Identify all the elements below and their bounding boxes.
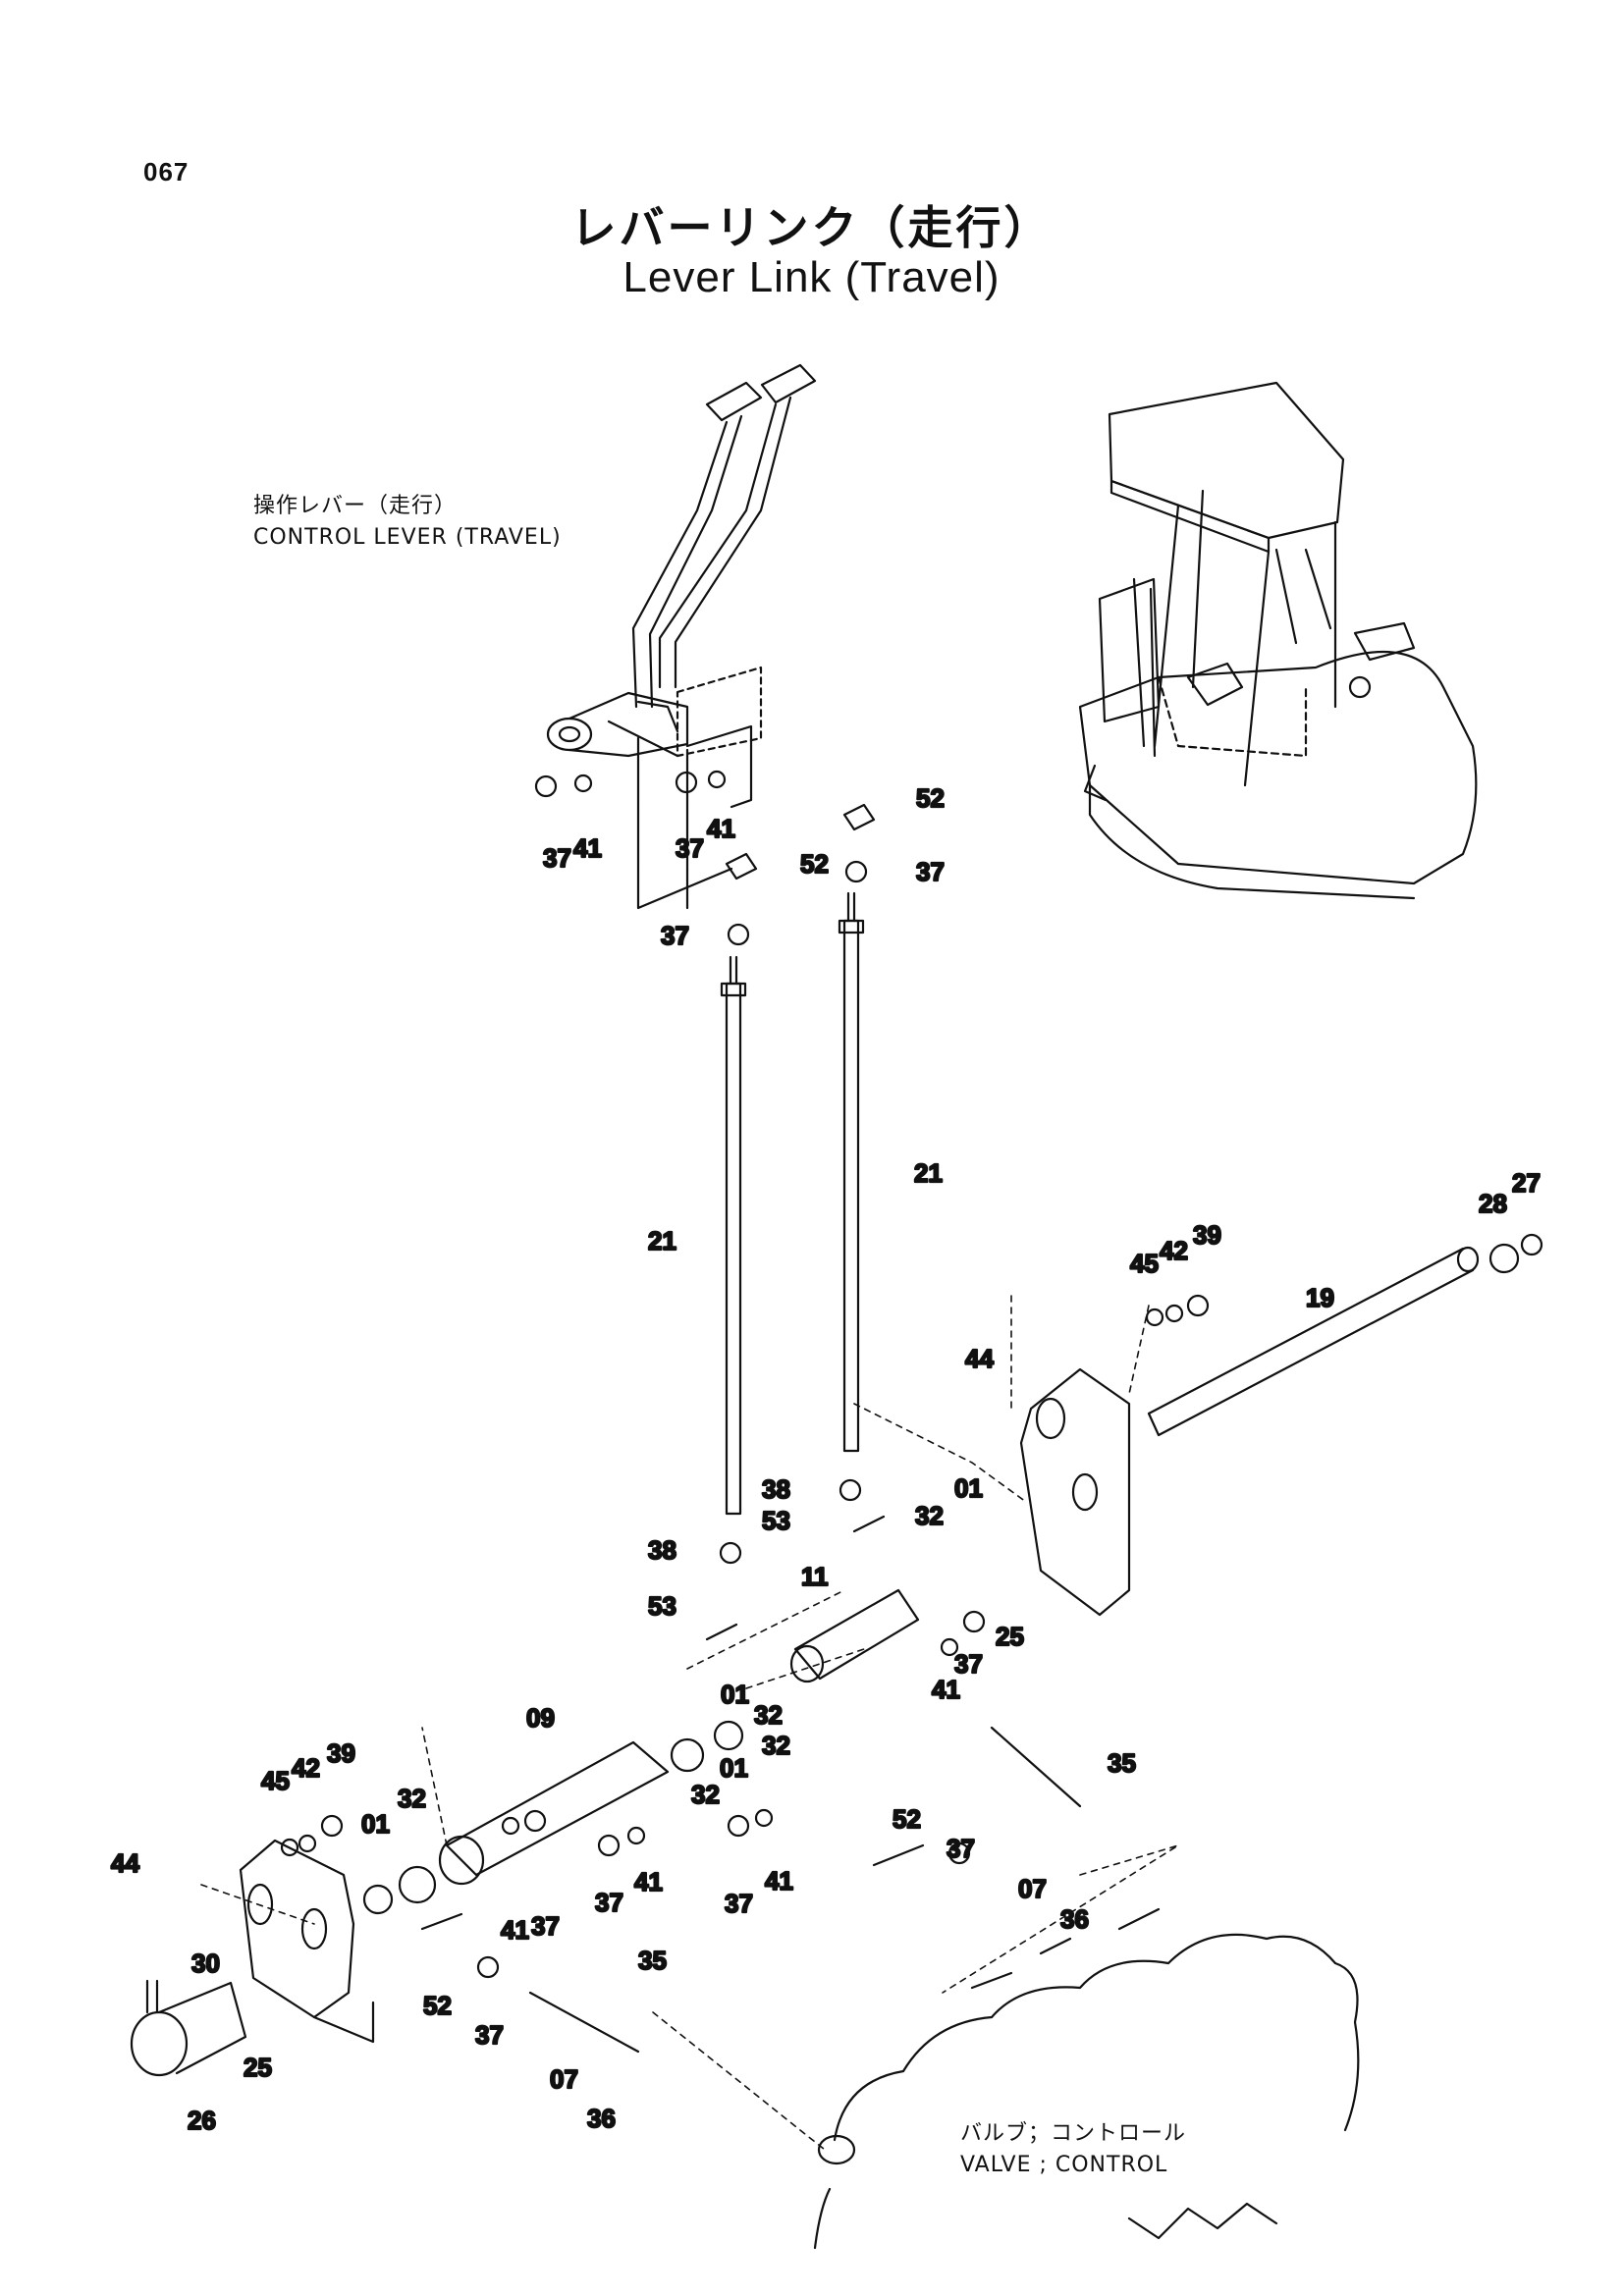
part-label: 44 — [965, 1344, 994, 1373]
part-label: 07 — [550, 2064, 578, 2094]
valve-label-jp: バルブ；コントロール — [960, 2121, 1187, 2146]
part-label: 37 — [676, 833, 704, 863]
part-label: 37 — [543, 843, 571, 873]
part-label: 28 — [1479, 1189, 1507, 1218]
part-label: 01 — [721, 1680, 749, 1709]
part-label: 38 — [648, 1535, 676, 1565]
valve-label-en: VALVE ; CONTROL — [960, 2153, 1168, 2177]
part-label: 42 — [1160, 1236, 1188, 1265]
part-label: 41 — [501, 1915, 529, 1945]
page-title-english: Lever Link (Travel) — [622, 253, 1001, 301]
part-label: 41 — [573, 833, 602, 863]
part-label: 25 — [996, 1622, 1024, 1651]
control-valve-illustration — [813, 1907, 1360, 2250]
part-label: 37 — [947, 1834, 975, 1863]
page-title-japanese: レバーリンク（走行） — [570, 201, 1053, 254]
part-label: 53 — [762, 1506, 790, 1535]
part-label: 35 — [1108, 1748, 1136, 1778]
part-label: 37 — [475, 2020, 504, 2050]
part-label: 39 — [327, 1738, 355, 1768]
part-label: 41 — [634, 1867, 663, 1896]
control-lever-label-jp: 操作レバー（走行） — [253, 494, 458, 518]
clevis-bracket-26 — [130, 1979, 247, 2077]
fastener-hardware — [280, 770, 1543, 2054]
part-label: 01 — [720, 1753, 748, 1783]
part-label: 11 — [801, 1562, 829, 1591]
part-label: 07 — [1018, 1874, 1047, 1903]
part-label: 37 — [954, 1649, 983, 1679]
part-label: 45 — [1130, 1249, 1159, 1278]
part-label: 38 — [762, 1474, 790, 1504]
part-label: 44 — [111, 1848, 139, 1878]
part-label: 36 — [587, 2104, 616, 2133]
part-label: 53 — [648, 1591, 676, 1621]
control-lever-illustration — [546, 363, 817, 910]
part-label: 09 — [526, 1703, 555, 1733]
page-number: 067 — [143, 157, 189, 187]
control-lever-label-en: CONTROL LEVER (TRAVEL) — [253, 525, 562, 550]
part-label: 01 — [361, 1809, 390, 1839]
part-label: 42 — [292, 1753, 320, 1783]
part-label: 37 — [531, 1911, 560, 1941]
part-label: 01 — [954, 1473, 983, 1503]
part-label: 41 — [932, 1675, 960, 1704]
part-label: 37 — [661, 921, 689, 950]
part-label: 26 — [188, 2106, 216, 2135]
part-label: 32 — [691, 1780, 720, 1809]
assembly-guide-lines — [200, 1295, 1179, 2151]
part-label: 45 — [261, 1766, 290, 1795]
part-label: 21 — [648, 1226, 676, 1255]
part-label: 41 — [707, 814, 735, 843]
part-label: 37 — [725, 1889, 753, 1918]
part-label: 25 — [243, 2053, 272, 2082]
part-label: 35 — [638, 1946, 667, 1975]
shaft-assembly — [438, 1246, 1480, 1886]
part-label: 37 — [595, 1888, 623, 1917]
part-label: 27 — [1512, 1168, 1541, 1198]
part-label: 32 — [915, 1501, 944, 1530]
excavator-overview-illustration — [1078, 381, 1478, 900]
part-label: 36 — [1060, 1904, 1089, 1934]
control-lever-callout: 操作レバー（走行） CONTROL LEVER (TRAVEL) — [253, 491, 562, 554]
part-label: 52 — [893, 1804, 921, 1834]
part-label: 52 — [423, 1991, 452, 2020]
part-label: 21 — [914, 1158, 943, 1188]
part-label: 39 — [1193, 1220, 1221, 1250]
bracket-plates — [239, 1367, 1131, 2044]
part-label: 19 — [1306, 1283, 1334, 1312]
part-label: 32 — [754, 1700, 783, 1730]
control-valve-callout: バルブ；コントロール VALVE ; CONTROL — [960, 2118, 1186, 2181]
rod-21-right — [838, 891, 865, 1453]
part-number-labels: 37 41 37 41 52 52 37 37 21 21 38 53 38 5… — [110, 782, 1542, 2136]
rod-21-left — [720, 955, 747, 1516]
part-label: 32 — [398, 1784, 426, 1813]
part-label: 30 — [191, 1949, 220, 1978]
part-label: 37 — [916, 857, 945, 886]
part-label: 41 — [765, 1866, 793, 1896]
part-label: 52 — [916, 783, 945, 813]
part-label: 52 — [800, 849, 829, 879]
part-label: 32 — [762, 1731, 790, 1760]
